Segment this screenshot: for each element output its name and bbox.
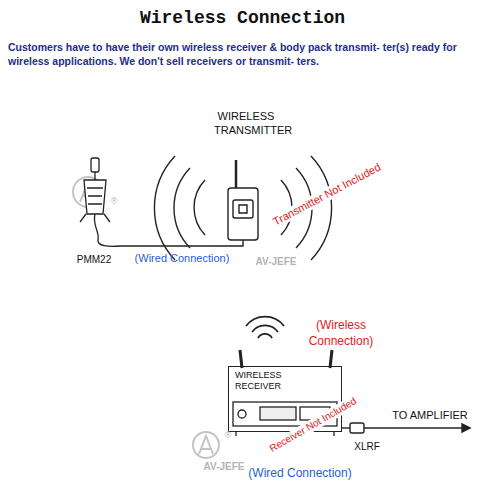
watermark: ®: [108, 196, 120, 207]
cable: [120, 245, 212, 246]
connection-label: (Wired Connection): [240, 466, 360, 480]
connection-label: (Wired Connection): [126, 252, 238, 265]
title: Wireless Connection: [0, 8, 485, 28]
note: Customers have to have their own wireles…: [8, 40, 478, 68]
watermark: ®: [222, 430, 234, 441]
connector-label: XLRF: [350, 441, 384, 453]
node-label: WIRELESS RECEIVER: [235, 370, 295, 393]
microphone: PMM22: [68, 150, 120, 268]
bodypack-transmitter: [212, 160, 258, 246]
transmitter: WIRELESS TRANSMITTER: [212, 108, 280, 250]
logo-watermark: [73, 177, 219, 458]
node-label: WIRELESS TRANSMITTER: [214, 110, 278, 138]
connection-label: (Wireless Connection): [296, 318, 386, 349]
node-label: PMM22: [70, 254, 118, 267]
not-included-note: Transmitter Not Included: [267, 158, 388, 231]
output-label: TO AMPLIFIER: [384, 409, 476, 422]
lavalier-microphone: [80, 158, 120, 246]
not-included-note: Receiver Not Included: [262, 392, 365, 458]
wireless-icon: [246, 317, 284, 338]
watermark: AV-JEFE: [194, 461, 254, 473]
xlr-cable: [342, 423, 470, 433]
watermark: AV-JEFE: [246, 256, 306, 268]
